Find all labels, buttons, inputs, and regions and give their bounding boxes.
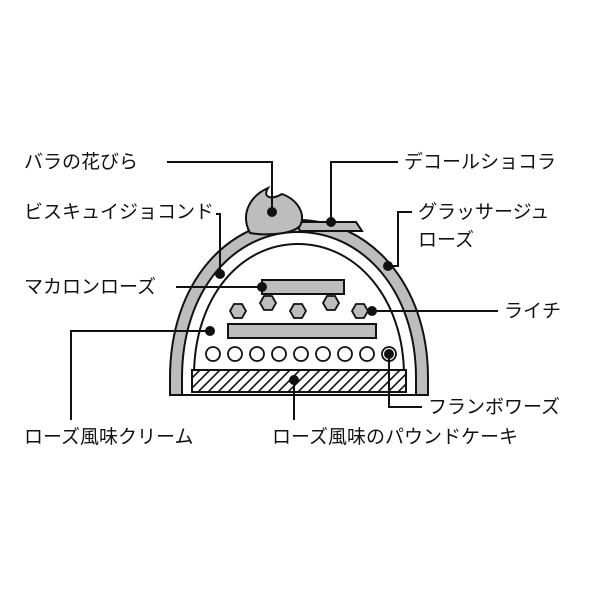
leader-glacage	[388, 211, 412, 267]
lychee-piece	[321, 295, 341, 311]
leader-rose-petal	[167, 161, 273, 212]
lychee-piece	[350, 303, 370, 319]
framboise-piece	[359, 346, 375, 362]
marker-dot	[267, 207, 277, 217]
label-rose-petal: バラの花びら	[24, 151, 139, 173]
label-lychee: ライチ	[504, 300, 562, 322]
label-biscuit-joconde: ビスキュイジョコンド	[24, 201, 215, 223]
macaron-bar-bottom	[227, 323, 377, 339]
lychee-piece	[228, 303, 248, 319]
marker-dot	[205, 326, 215, 336]
label-glacage-line2: ローズ	[418, 229, 475, 251]
pound-cake-layer	[191, 369, 407, 393]
leader-deco-chocolat	[330, 161, 398, 222]
label-pound-cake: ローズ風味のパウンドケーキ	[272, 426, 519, 448]
framboise-piece	[205, 346, 221, 362]
marker-dot	[215, 269, 225, 279]
leader-framboise	[388, 354, 422, 408]
marker-dot	[326, 217, 336, 227]
macaron-bar-top	[261, 279, 345, 295]
label-macaron-rose: マカロンローズ	[24, 276, 157, 298]
lychee-piece	[288, 303, 308, 319]
marker-dot	[384, 349, 394, 359]
marker-dot	[289, 375, 299, 385]
marker-dot	[383, 261, 393, 271]
framboise-piece	[227, 346, 243, 362]
marker-dot	[367, 306, 377, 316]
framboise-piece	[271, 346, 287, 362]
label-deco-chocolat: デコールショコラ	[404, 151, 557, 173]
framboise-piece	[315, 346, 331, 362]
framboise-piece	[249, 346, 265, 362]
label-framboise: フランボワーズ	[428, 396, 561, 418]
framboise-piece	[293, 346, 309, 362]
leader-biscuit	[216, 213, 221, 274]
framboise-piece	[337, 346, 353, 362]
lychee-piece	[258, 295, 278, 311]
leader-rose-cream	[70, 330, 210, 420]
label-glacage-line1: グラッサージュ	[418, 201, 550, 223]
label-rose-cream: ローズ風味クリーム	[24, 426, 194, 448]
marker-dot	[257, 282, 267, 292]
